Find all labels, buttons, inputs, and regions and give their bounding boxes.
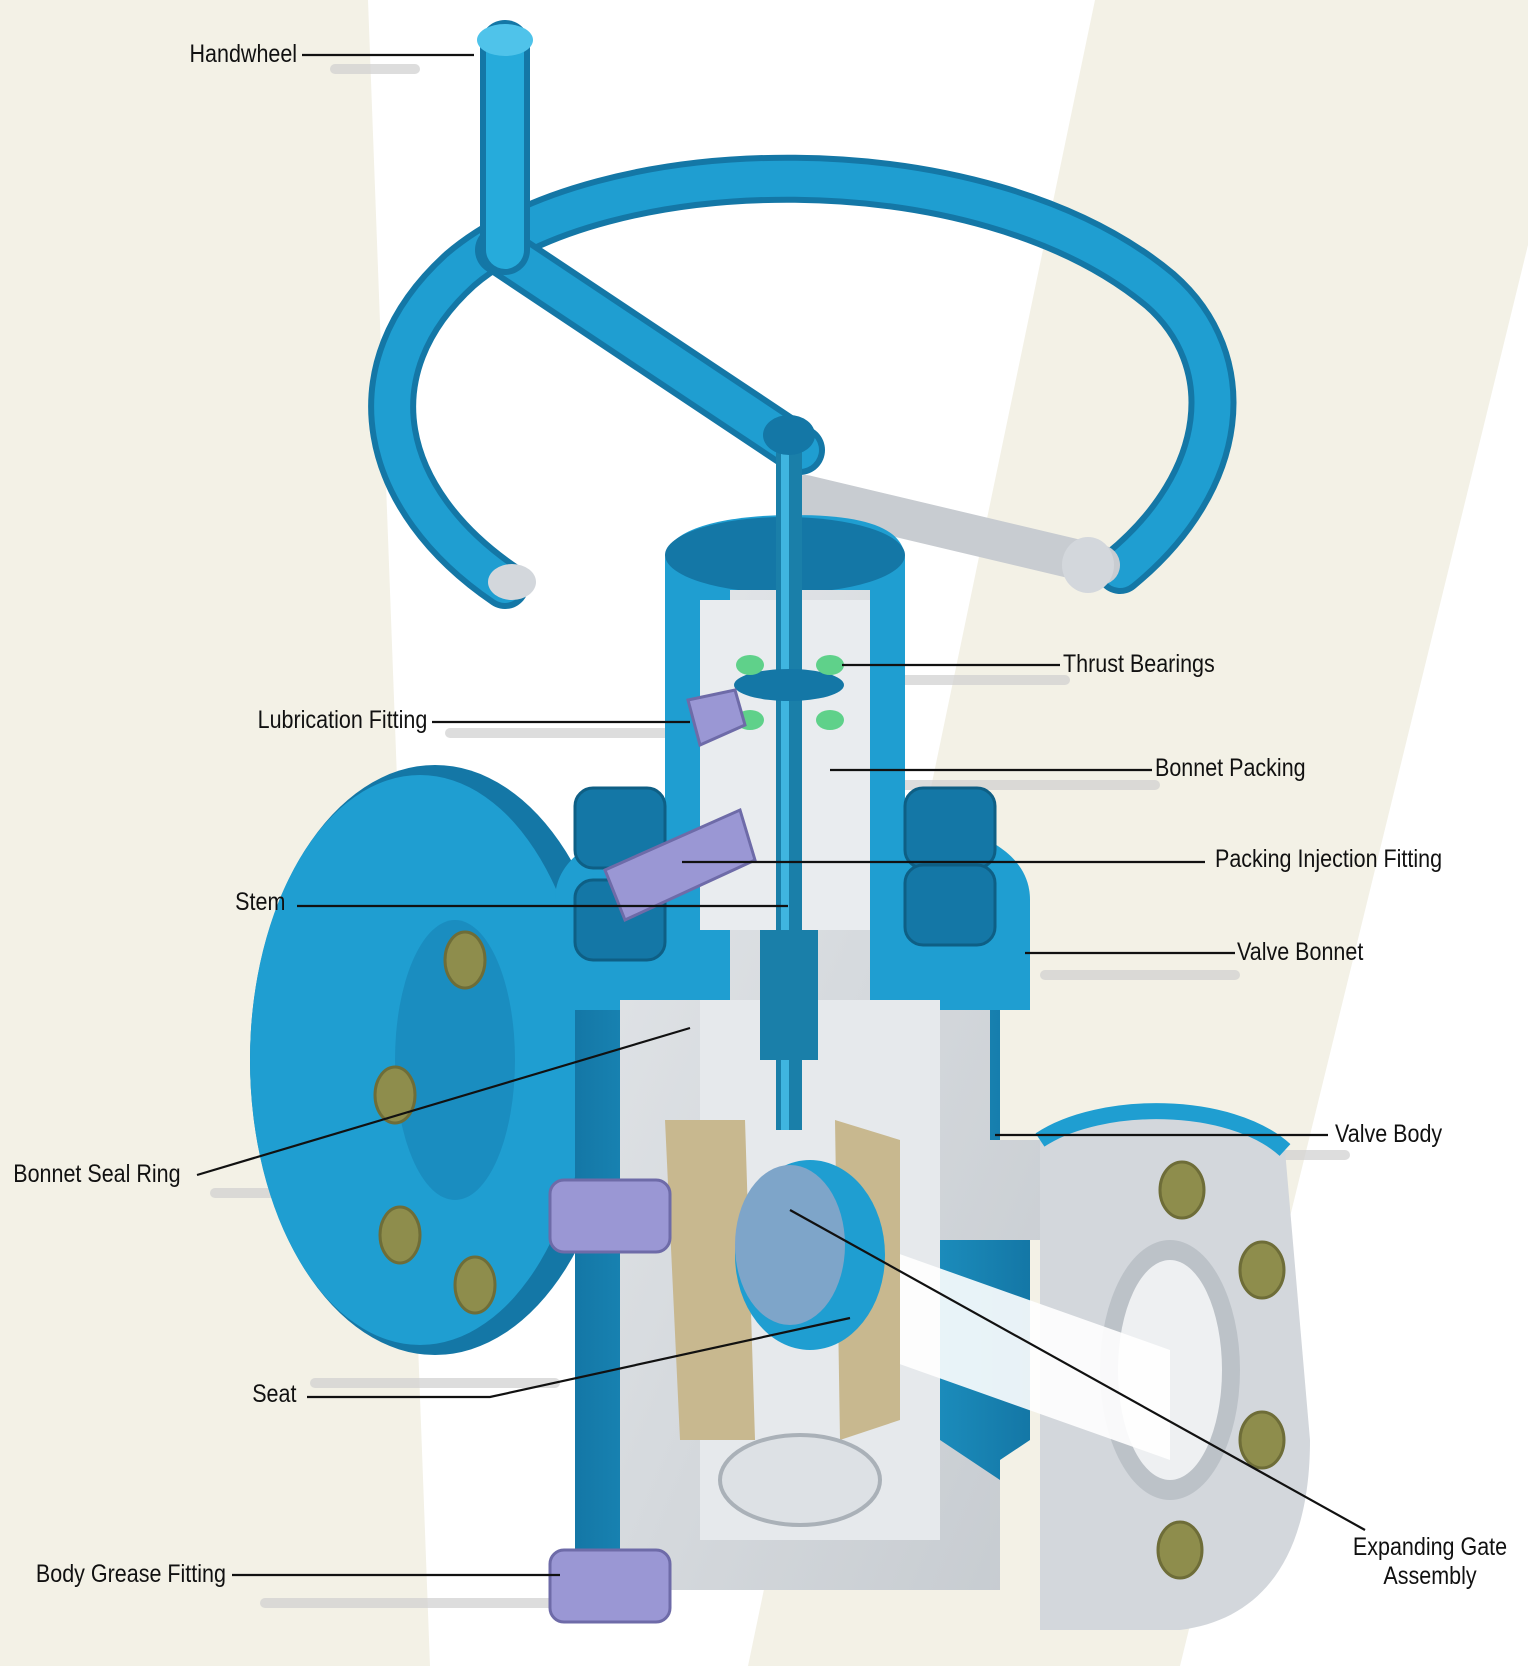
label-bonnet-packing: Bonnet Packing (1155, 754, 1306, 783)
label-valve-bonnet: Valve Bonnet (1237, 938, 1363, 967)
handwheel-knob-top (477, 24, 533, 56)
label-lubrication-fitting: Lubrication Fitting (257, 706, 427, 735)
label-body-grease-fitting: Body Grease Fitting (36, 1560, 226, 1589)
handwheel-cut-end (488, 564, 536, 600)
label-stem: Stem (235, 888, 285, 917)
label-packing-injection-fitting: Packing Injection Fitting (1215, 845, 1442, 874)
label-thrust-bearings: Thrust Bearings (1063, 650, 1215, 679)
label-expanding-gate-assembly: Expanding Gate Assembly (1344, 1533, 1516, 1591)
left-flange (250, 765, 620, 1355)
expanding-gate (735, 1160, 885, 1350)
label-bonnet-seal-ring: Bonnet Seal Ring (14, 1160, 181, 1189)
handwheel-cut-end-right (1062, 537, 1114, 593)
label-handwheel: Handwheel (189, 40, 297, 69)
label-valve-body: Valve Body (1335, 1120, 1442, 1149)
label-seat: Seat (252, 1380, 296, 1409)
